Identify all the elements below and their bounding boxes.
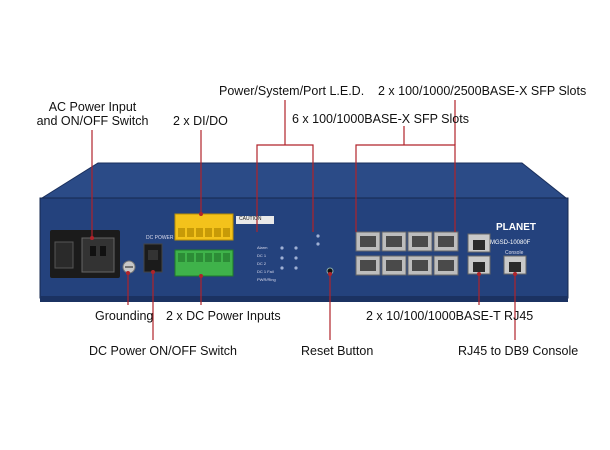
ac-socket-pin-icon xyxy=(100,246,106,256)
console-callout: RJ45 to DB9 Console xyxy=(458,344,579,358)
grounding-callout: Grounding xyxy=(95,309,154,323)
reset-callout: Reset Button xyxy=(301,344,374,358)
sfp-2500-callout: 2 x 100/1000/2500BASE-X SFP Slots xyxy=(378,84,587,98)
dc-inputs-callout: 2 x DC Power Inputs xyxy=(166,309,281,323)
ac-power-callout: AC Power Input and ON/OFF Switch xyxy=(36,100,149,128)
brand-logo: PLANET xyxy=(496,222,536,233)
console-label: Console xyxy=(505,250,524,256)
led-labels: Alarm DC 1 DC 2 DC 1 Fail PWR/Ring xyxy=(257,245,276,282)
dc-power-label: DC POWER xyxy=(146,235,174,241)
ac-power-socket xyxy=(81,237,115,273)
sfp-callout: 6 x 100/1000BASE-X SFP Slots xyxy=(292,112,469,126)
dc-switch-callout: DC Power ON/OFF Switch xyxy=(89,344,237,358)
caution-text: CAUTION xyxy=(239,216,262,222)
callout-lines xyxy=(91,100,516,340)
di-do-callout: 2 x DI/DO xyxy=(173,114,228,128)
caution-label xyxy=(236,216,274,224)
ac-power-switch[interactable] xyxy=(54,241,74,269)
sfp-slots xyxy=(355,231,459,276)
led-callout: Power/System/Port L.E.D. xyxy=(219,84,365,98)
rj45-callout: 2 x 10/100/1000BASE-T RJ45 xyxy=(366,309,534,323)
ac-socket-pin-icon xyxy=(90,246,96,256)
chassis-bottom xyxy=(40,296,568,302)
led-indicators xyxy=(280,234,320,270)
model-label: MGSD-10080F xyxy=(490,240,531,246)
